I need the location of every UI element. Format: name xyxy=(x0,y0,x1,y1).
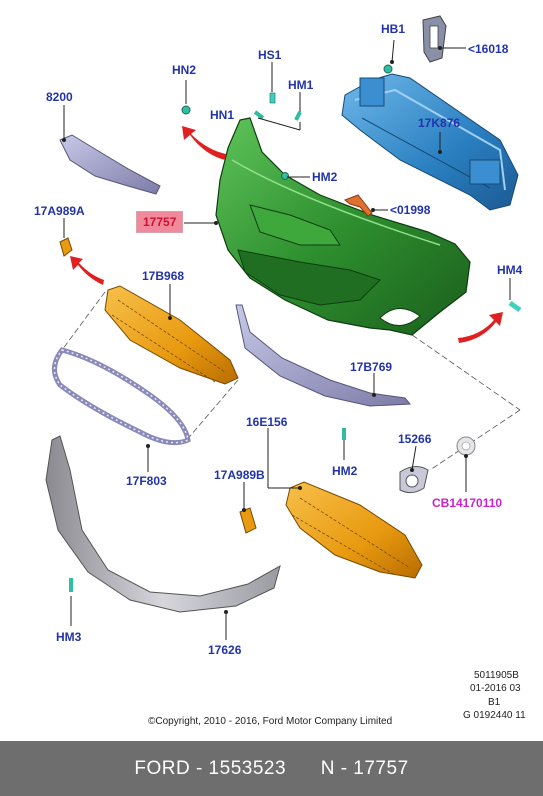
label-hs1: HS1 xyxy=(258,48,282,62)
label-17b769: 17B769 xyxy=(350,360,393,374)
valance-17626 xyxy=(45,435,281,613)
sensor-cb14170110 xyxy=(456,436,476,456)
copyright-text: ©Copyright, 2010 - 2016, Ford Motor Comp… xyxy=(148,716,393,727)
label-17a989a: 17A989A xyxy=(34,204,85,218)
bumper-cover-17757 xyxy=(215,117,471,336)
label-8200: 8200 xyxy=(46,90,73,104)
reinforcement-beam-17k876 xyxy=(341,73,519,211)
surround-17f803 xyxy=(52,347,191,446)
label-01998: <01998 xyxy=(390,203,431,217)
label-17626: 17626 xyxy=(208,643,242,657)
parts-diagram xyxy=(45,15,522,640)
label-hm1: HM1 xyxy=(288,78,314,92)
dashed-guides xyxy=(61,291,521,471)
label-hb1: HB1 xyxy=(381,22,406,36)
label-17757-highlight: 17757 xyxy=(136,211,184,233)
leader-dots xyxy=(62,46,468,614)
red-arrows xyxy=(70,126,503,343)
label-hn1: HN1 xyxy=(210,108,235,122)
bracket-17a989b xyxy=(239,507,257,534)
grille-17b968 xyxy=(104,285,239,385)
bezel-15266 xyxy=(399,466,429,494)
bracket-17a989a xyxy=(59,237,73,257)
leader-lines xyxy=(63,39,511,640)
label-17b968: 17B968 xyxy=(142,269,185,283)
grille-8200 xyxy=(59,134,161,195)
grille-16e156 xyxy=(285,481,423,579)
label-hm3: HM3 xyxy=(56,630,82,644)
label-17k876: 17K876 xyxy=(418,116,461,130)
fasteners xyxy=(69,92,522,592)
ref-line-4: G 0192440 11 xyxy=(463,710,526,721)
label-hn2: HN2 xyxy=(172,63,197,77)
ref-line-2: 01-2016 03 xyxy=(470,683,521,694)
ref-line-3: B1 xyxy=(488,697,501,708)
label-cb14170110: CB14170110 xyxy=(432,496,503,510)
label-hm4: HM4 xyxy=(497,263,523,277)
bracket-hb1 xyxy=(383,15,447,74)
footer-bar: FORD - 1553523 N - 17757 xyxy=(0,741,543,796)
label-16018: <16018 xyxy=(468,42,509,56)
ref-line-1: 5011905B xyxy=(474,670,519,681)
lip-strip-17b769 xyxy=(235,304,412,407)
footer-part-number: FORD - 1553523 N - 17757 xyxy=(134,757,409,779)
label-15266: 15266 xyxy=(398,432,432,446)
label-16e156: 16E156 xyxy=(246,415,288,429)
label-hm2-top: HM2 xyxy=(312,170,338,184)
label-17a989b: 17A989B xyxy=(214,468,265,482)
clip-01998 xyxy=(344,194,373,217)
label-hm2-bottom: HM2 xyxy=(332,464,358,478)
label-17f803: 17F803 xyxy=(126,474,167,488)
